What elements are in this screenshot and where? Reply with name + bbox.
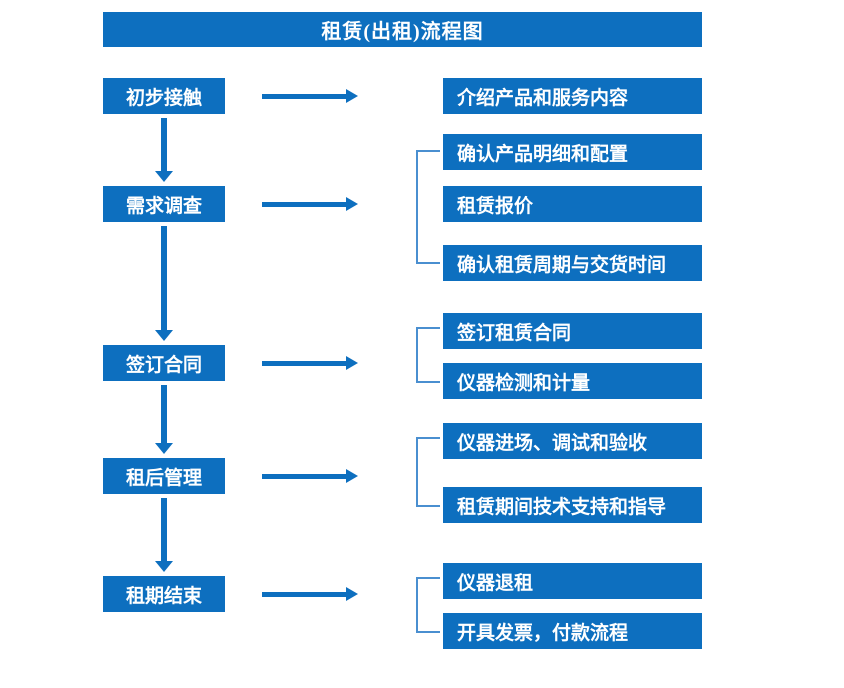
- detail-box-7[interactable]: 仪器进场、调试和验收: [443, 423, 702, 459]
- detail-box-4[interactable]: 确认租赁周期与交货时间: [443, 245, 702, 281]
- right-arrow-icon-1: [262, 89, 358, 103]
- stage-box-5[interactable]: 租期结束: [103, 576, 225, 612]
- right-arrow-icon-4: [262, 469, 358, 483]
- stage-box-2[interactable]: 需求调查: [103, 186, 225, 222]
- down-arrow-icon-2: [155, 226, 173, 341]
- detail-box-2[interactable]: 确认产品明细和配置: [443, 134, 702, 170]
- group-bracket-icon-2: [416, 327, 440, 383]
- detail-box-6[interactable]: 仪器检测和计量: [443, 363, 702, 399]
- detail-box-8[interactable]: 租赁期间技术支持和指导: [443, 487, 702, 523]
- right-arrow-icon-2: [262, 197, 358, 211]
- chart-title: 租赁(出租)流程图: [103, 12, 702, 47]
- stage-box-4[interactable]: 租后管理: [103, 458, 225, 494]
- group-bracket-icon-4: [416, 577, 440, 633]
- group-bracket-icon-3: [416, 437, 440, 507]
- down-arrow-icon-3: [155, 385, 173, 454]
- stage-box-1[interactable]: 初步接触: [103, 78, 225, 114]
- down-arrow-icon-4: [155, 498, 173, 572]
- group-bracket-icon-1: [416, 150, 440, 264]
- detail-box-3[interactable]: 租赁报价: [443, 186, 702, 222]
- right-arrow-icon-3: [262, 356, 358, 370]
- detail-box-5[interactable]: 签订租赁合同: [443, 313, 702, 349]
- detail-box-9[interactable]: 仪器退租: [443, 563, 702, 599]
- right-arrow-icon-5: [262, 587, 358, 601]
- stage-box-3[interactable]: 签订合同: [103, 345, 225, 381]
- detail-box-10[interactable]: 开具发票，付款流程: [443, 613, 702, 649]
- down-arrow-icon-1: [155, 118, 173, 182]
- detail-box-1[interactable]: 介绍产品和服务内容: [443, 78, 702, 114]
